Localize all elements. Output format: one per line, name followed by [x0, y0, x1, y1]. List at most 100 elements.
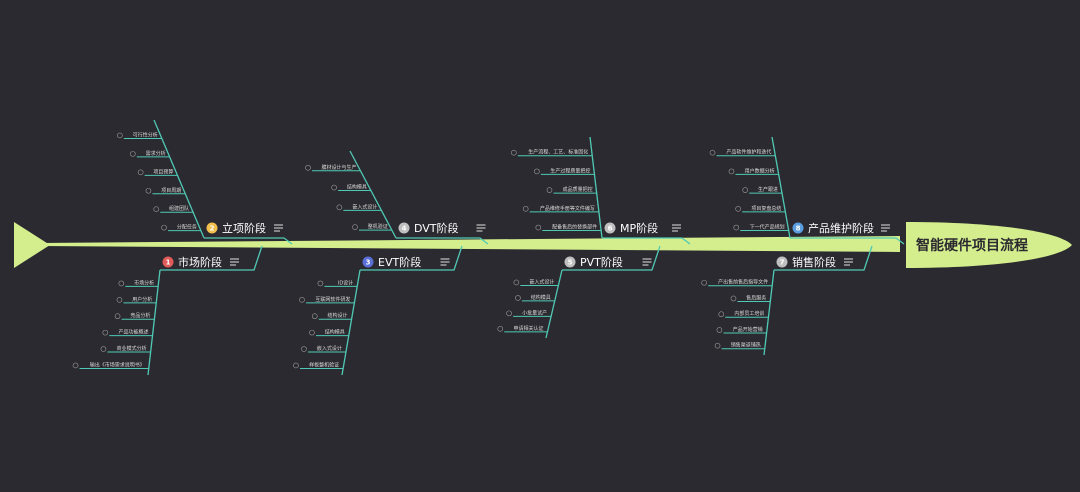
menu-icon[interactable] — [642, 258, 652, 266]
menu-icon[interactable] — [844, 258, 853, 266]
leaf-item[interactable]: 内部员工培训 — [718, 310, 769, 318]
leaf-item[interactable]: 项目预算 — [137, 168, 178, 176]
branch-label[interactable]: PVT阶段 — [580, 255, 623, 269]
branch-label[interactable]: 产品维护阶段 — [808, 221, 874, 235]
leaf-label: 整机验证 — [368, 223, 388, 230]
menu-icon[interactable] — [230, 258, 239, 266]
step-number: 3 — [366, 259, 371, 267]
leaf-item[interactable]: 竞品分析 — [114, 312, 155, 320]
leaf-item[interactable]: 生产跟进 — [742, 186, 782, 194]
leaf-item[interactable]: 可行性分析 — [117, 131, 162, 139]
leaf-item[interactable]: 商业模式分析 — [100, 345, 151, 353]
leaf-label: 分配任务 — [177, 224, 197, 231]
leaf-item[interactable]: 整机验证 — [352, 223, 392, 231]
leaf-marker — [534, 168, 540, 175]
leaf-item[interactable]: 产品开始营销 — [716, 326, 767, 334]
leaf-item[interactable]: 申请相关认证 — [497, 325, 548, 333]
leaf-marker — [522, 206, 529, 212]
branch-label[interactable]: 市场阶段 — [178, 255, 222, 269]
leaf-item[interactable]: 组建团队 — [153, 205, 194, 213]
menu-icon[interactable] — [672, 224, 681, 232]
leaf-item[interactable]: 输出《市场需求说明书》 — [72, 361, 149, 369]
menu-icon[interactable] — [881, 224, 890, 232]
leaf-item[interactable]: 用户分析 — [116, 296, 157, 304]
branch-bone — [147, 269, 161, 376]
leaf-marker — [730, 295, 737, 302]
leaf-marker — [102, 329, 109, 336]
menu-icon[interactable] — [274, 224, 283, 232]
leaf-item[interactable]: 下一代产品规划 — [733, 224, 789, 232]
leaf-item[interactable]: 用户数据分析 — [728, 167, 779, 175]
leaf-item[interactable]: 嵌入式设计 — [301, 345, 346, 353]
branch-connector — [360, 245, 463, 271]
leaf-item[interactable]: 生产过程质量把控 — [534, 167, 595, 175]
leaf-marker — [331, 184, 337, 191]
leaf-label: 可行性分析 — [133, 131, 158, 138]
leaf-item[interactable]: 成品质量把控 — [546, 186, 597, 194]
leaf-item[interactable]: 膜材设计与生产 — [305, 164, 361, 172]
leaf-marker — [513, 279, 520, 286]
leaf-label: 产品开始营销 — [733, 326, 763, 333]
leaf-label: 市场分析 — [134, 279, 154, 286]
step-badge — [362, 256, 374, 268]
fish-head — [906, 222, 1072, 268]
branch-label[interactable]: 销售阶段 — [792, 255, 836, 269]
leaf-item[interactable]: 项目复盘总结 — [735, 205, 786, 213]
branch-label[interactable]: DVT阶段 — [414, 221, 459, 235]
leaf-item[interactable]: 结构模具 — [331, 184, 371, 192]
leaf-marker — [352, 224, 358, 230]
leaf-label: 嵌入式设计 — [317, 345, 342, 352]
branch-bone — [589, 136, 603, 239]
leaf-label: 产品维修手册等文件编写 — [540, 205, 595, 212]
leaf-item[interactable]: 产品维修手册等文件编写 — [522, 205, 599, 213]
leaf-item[interactable]: 嵌入式设计 — [513, 278, 559, 286]
menu-icon[interactable] — [440, 258, 450, 266]
leaf-item[interactable]: 市场分析 — [118, 279, 159, 287]
leaf-marker — [336, 204, 343, 211]
leaf-item[interactable]: 产出售前售后指导文件 — [701, 279, 773, 287]
leaf-marker — [506, 310, 512, 317]
branch-label[interactable]: MP阶段 — [620, 221, 658, 235]
branch-bone — [153, 119, 205, 239]
leaf-item[interactable]: 分配任务 — [161, 224, 201, 232]
leaf-label: 样板整机验证 — [309, 361, 339, 368]
leaf-item[interactable]: 需求分析 — [130, 150, 170, 158]
leaf-item[interactable]: 嵌入式设计 — [336, 203, 382, 211]
leaf-item[interactable]: 售后服务 — [730, 294, 771, 302]
leaf-label: 产出售前售后指导文件 — [718, 279, 768, 286]
menu-icon[interactable] — [476, 224, 486, 232]
leaf-item[interactable]: 结构模具 — [515, 294, 555, 302]
leaf-item[interactable]: 销售渠道铺热 — [714, 342, 765, 350]
leaf-marker — [161, 224, 167, 231]
leaf-marker — [497, 326, 504, 332]
leaf-item[interactable]: 小批量试产 — [506, 309, 552, 317]
leaf-item[interactable]: 样板整机验证 — [293, 361, 344, 369]
leaf-label: 输出《市场需求说明书》 — [90, 361, 145, 368]
leaf-marker — [714, 342, 721, 349]
leaf-label: 下一代产品规划 — [750, 224, 785, 231]
leaf-label: 结构模具 — [325, 329, 345, 336]
leaf-label: 生产跟进 — [758, 186, 778, 193]
leaf-item[interactable]: 生产流程、工艺、标准固化 — [511, 149, 593, 157]
leaf-item[interactable]: 结构模具 — [309, 329, 349, 337]
leaf-item[interactable]: ID设计 — [317, 279, 358, 287]
leaf-label: 配备售后的替换部件 — [552, 224, 597, 231]
branch-bone — [349, 150, 397, 239]
leaf-item[interactable]: 互联网软件研发 — [299, 296, 355, 304]
branch-label[interactable]: 立项阶段 — [222, 221, 266, 235]
leaf-item[interactable]: 项目周期 — [145, 188, 186, 195]
leaf-item[interactable]: 产品功能概述 — [102, 329, 153, 337]
leaf-item[interactable]: 配备售后的替换部件 — [535, 224, 602, 232]
branch-label[interactable]: EVT阶段 — [378, 255, 421, 269]
leaf-marker — [728, 168, 735, 175]
leaf-item[interactable]: 产品软件维护和迭代 — [709, 149, 776, 157]
leaf-item[interactable]: 结构设计 — [311, 312, 352, 320]
